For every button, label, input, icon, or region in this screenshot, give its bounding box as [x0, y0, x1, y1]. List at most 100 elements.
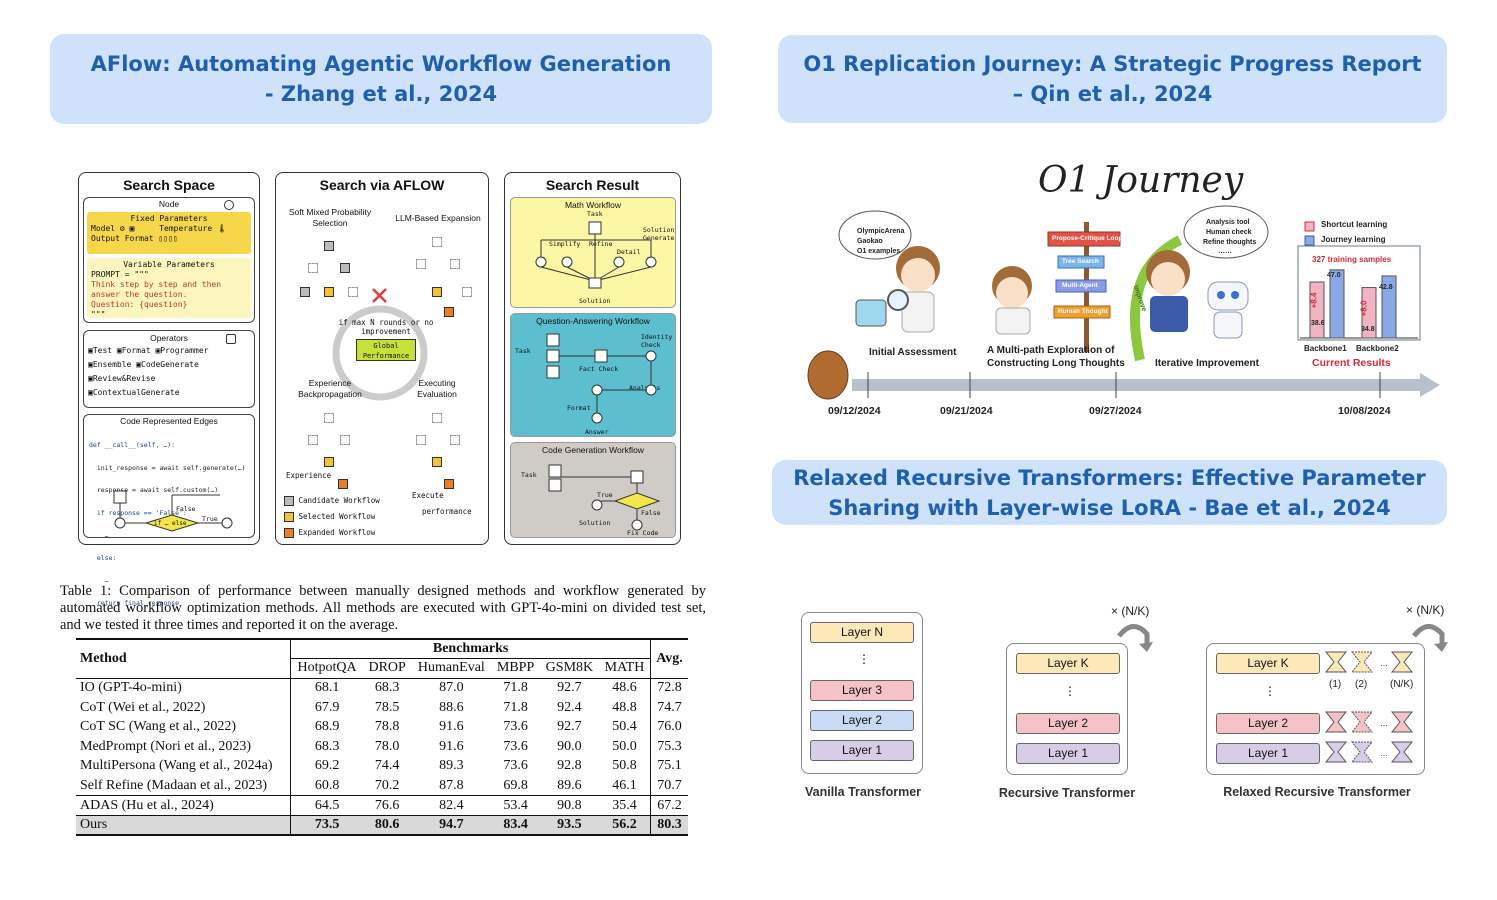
recursive-transformer-label: Recursive Transformer: [998, 786, 1136, 800]
lora-index-label: (2): [1355, 679, 1368, 690]
timeline-date: 09/12/2024: [828, 405, 881, 417]
model-label: Model: [91, 224, 116, 233]
value-cell: 94.7: [411, 815, 492, 835]
timeline-date: 09/21/2024: [940, 405, 993, 417]
bar-value-label: 38.6: [1311, 320, 1325, 327]
current-results-label: Current Results: [1312, 357, 1391, 369]
task-label: Task: [521, 471, 537, 479]
column-header: DROP: [368, 660, 406, 676]
value-cell: 64.5: [290, 795, 363, 816]
workflow-node: [432, 237, 442, 247]
qa-graph: [546, 333, 657, 424]
value-cell: 68.9: [290, 717, 363, 737]
value-cell: 92.7: [557, 680, 582, 696]
value-cell: 78.0: [374, 738, 400, 754]
avg-header: Avg.: [649, 639, 688, 679]
value-cell: 92.4: [557, 699, 582, 715]
stage-label: Constructing Long Thoughts: [987, 358, 1125, 369]
edge-diagram: [113, 490, 233, 532]
value-cell: 89.3: [439, 758, 464, 774]
method-cell: MultiPersona (Wang et al., 2024a): [80, 758, 273, 774]
value-cell: 50.0: [612, 738, 637, 754]
bubble1-item: Gaokao: [857, 238, 883, 245]
code-line: …: [89, 531, 109, 539]
delta-label: +8.4: [1309, 292, 1319, 309]
svg-text:…: …: [1380, 659, 1388, 668]
legend: Candidate Workflow Selected Workflow Exp…: [284, 493, 380, 541]
legend-label: Selected Workflow: [298, 512, 376, 521]
method-cell: ADAS (Hu et al., 2024): [80, 797, 214, 813]
fixed-param-row: Output Format ▯▯▯▯: [91, 234, 178, 243]
stage-label: Initial Assessment: [869, 347, 957, 358]
aflow-title-banner: AFlow: Automating Agentic Workflow Gener…: [50, 34, 712, 124]
value-cell: 35.4: [612, 797, 637, 813]
bar-value-label: 47.0: [1327, 272, 1341, 279]
task-label: Task: [515, 347, 531, 355]
true-label: True: [597, 491, 613, 499]
node-label: Node: [158, 199, 180, 209]
code-line: if response == 'False':: [89, 508, 187, 517]
operator-row: ▣Test ▣Format ▣Programmer: [88, 346, 209, 355]
temperature-label: Temperature: [159, 224, 213, 233]
bar-value-label: 42.8: [1379, 284, 1393, 291]
lora-index-label: (N/K): [1390, 679, 1414, 690]
prompt-line: """: [91, 310, 106, 319]
value-cell: 53.4: [503, 797, 528, 813]
column-header: GSM8K: [545, 660, 594, 676]
workflow-node: [462, 287, 472, 297]
workflow-node: [324, 287, 334, 297]
banner-line: O1 Replication Journey: A Strategic Prog…: [803, 52, 1422, 76]
workflow-node: [432, 413, 442, 423]
optimization-loop: [332, 288, 428, 401]
search-result-panel: Search Result Math Workflow Task Simplif…: [504, 172, 681, 545]
soft-mixed-label: Soft Mixed Probability Selection: [288, 207, 372, 228]
legend-swatch: [284, 512, 294, 522]
o1-journey-title: O1 Journey: [1038, 160, 1244, 201]
value-cell: 80.6: [362, 815, 412, 835]
task-label: Task: [587, 210, 603, 218]
workflow-node: [432, 287, 442, 297]
avg-cell: 72.8: [649, 678, 688, 698]
legend-label: Shortcut learning: [1321, 220, 1388, 229]
banner-line: AFlow: Automating Agentic Workflow Gener…: [90, 52, 672, 76]
workflow-node: [432, 457, 442, 467]
workflow-node: [340, 263, 350, 273]
samples-label: 327 training samples: [1312, 255, 1392, 264]
repeat-label: × (N/K): [1406, 603, 1445, 617]
layer-block: Layer 2: [1216, 713, 1320, 734]
operator-item: Review&Revise: [92, 374, 156, 383]
legend-swatch: [284, 496, 294, 506]
value-cell: 73.5: [290, 815, 363, 835]
workflow-title: Math Workflow: [564, 200, 622, 210]
shortcut-bar: [1361, 287, 1377, 339]
value-cell: 82.4: [439, 797, 464, 813]
performance-label: performance: [422, 507, 472, 516]
code-line: …: [89, 576, 109, 584]
value-cell: 73.6: [503, 738, 528, 754]
sign-label: Human Thought: [1058, 308, 1108, 315]
executing-evaluation-label: Executing Evaluation: [417, 378, 457, 399]
journey-bar: [1381, 275, 1397, 339]
layer-block: Layer 1: [810, 740, 914, 761]
fix-code-label: Fix Code: [627, 529, 659, 537]
layer-block: Layer K: [1016, 653, 1120, 674]
variable-params-box: Variable Parameters PROMPT = """ Think s…: [87, 258, 251, 319]
workflow-node: [450, 435, 460, 445]
code-line: response = await self.custom(…): [89, 486, 219, 494]
experience-backprop-label: Experience Backpropagation: [298, 378, 362, 399]
method-cell: CoT (Wei et al., 2022): [80, 699, 206, 715]
sign-label: Multi-Agent: [1062, 282, 1098, 289]
value-cell: 78.5: [374, 699, 400, 715]
workflow-title: Code Generation Workflow: [542, 445, 644, 455]
value-cell: 92.7: [557, 719, 582, 735]
avg-cell: 67.2: [649, 795, 688, 816]
refine-label: Refine: [589, 240, 613, 248]
value-cell: 69.2: [290, 756, 363, 777]
ellipsis: ⋮: [1064, 684, 1076, 698]
output-format-label: Output Format: [91, 234, 154, 243]
